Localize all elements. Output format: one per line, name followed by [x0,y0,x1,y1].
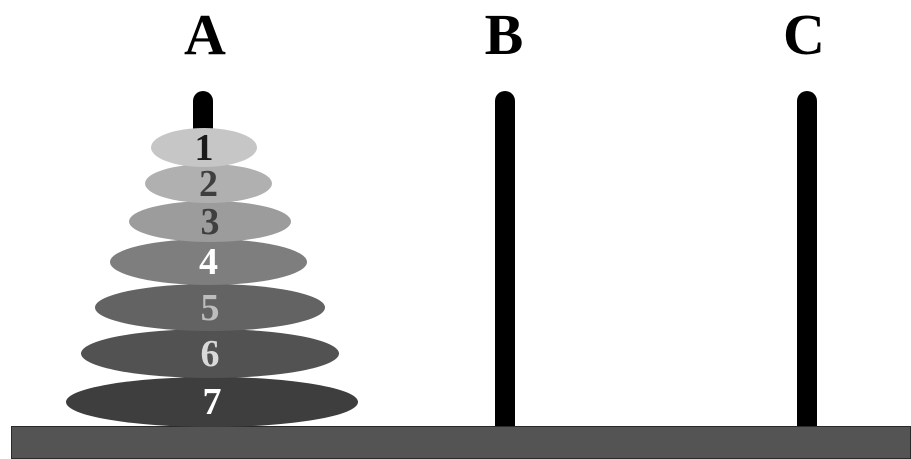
disk-7: 7 [66,377,358,427]
disk-5-label: 5 [200,286,220,329]
disk-5: 5 [95,284,325,331]
disk-3-label: 3 [200,200,220,243]
peg-label-b: B [484,2,524,67]
peg-c [797,91,817,436]
peg-b [495,91,515,436]
disk-4-label: 4 [199,241,218,283]
disk-6-label: 6 [200,332,220,375]
peg-label-c: C [783,2,825,67]
disk-1-label: 1 [194,126,214,169]
disk-6: 6 [81,329,339,378]
disk-2-label: 2 [199,162,218,205]
peg-label-a: A [184,2,226,67]
disk-2: 2 [145,164,272,203]
disk-4: 4 [110,239,307,285]
disk-3: 3 [129,201,291,242]
disk-1: 1 [151,128,257,167]
base-board [11,426,911,459]
disk-7-label: 7 [202,381,222,423]
